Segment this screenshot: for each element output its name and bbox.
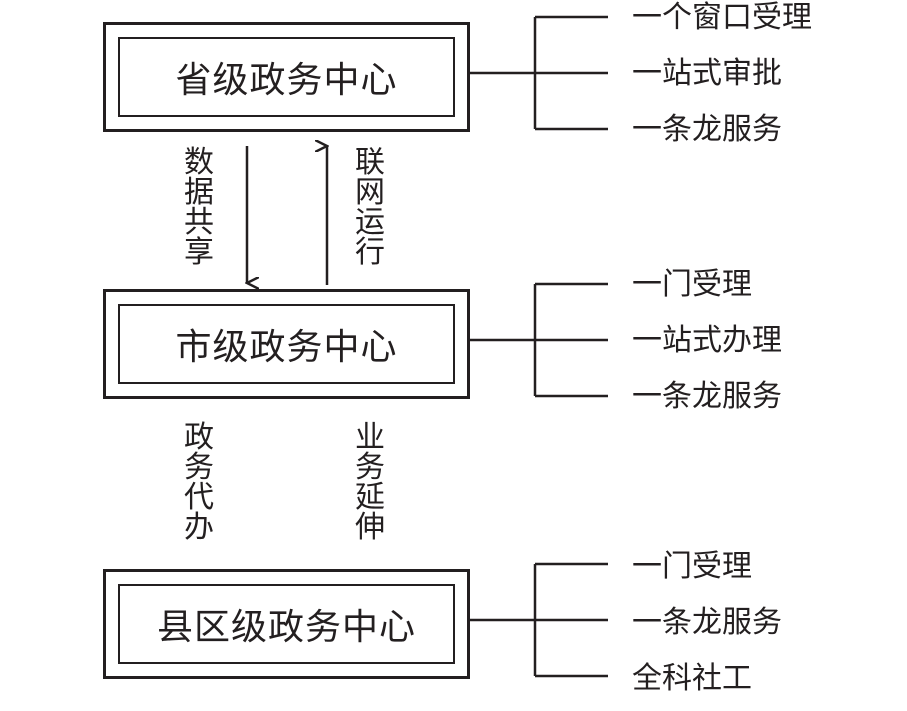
- province-bracket: [470, 15, 608, 131]
- province-item: 一条龙服务: [632, 112, 782, 147]
- county-center-box: [103, 569, 470, 679]
- city-center-title: 市级政务中心: [118, 304, 455, 384]
- city-item: 一门受理: [632, 267, 752, 302]
- city-item: 一站式办理: [632, 323, 782, 358]
- city-bracket: [470, 282, 608, 398]
- government-agency-label: 政务代办: [184, 420, 214, 545]
- province-item: 一站式审批: [632, 56, 782, 91]
- networked-operation-label: 联网运行: [355, 145, 385, 270]
- province-center-title: 省级政务中心: [118, 37, 455, 117]
- county-bracket: [470, 562, 608, 678]
- county-center-title: 县区级政务中心: [118, 584, 455, 664]
- data-sharing-label: 数据共享: [184, 145, 214, 270]
- county-item: 全科社工: [632, 661, 752, 696]
- province-center-box: [103, 22, 470, 132]
- city-center-box: [103, 289, 470, 399]
- county-item: 一门受理: [632, 549, 752, 584]
- province-item: 一个窗口受理: [632, 0, 812, 35]
- business-extension-label: 业务延伸: [355, 420, 385, 545]
- county-item: 一条龙服务: [632, 605, 782, 640]
- city-item: 一条龙服务: [632, 379, 782, 414]
